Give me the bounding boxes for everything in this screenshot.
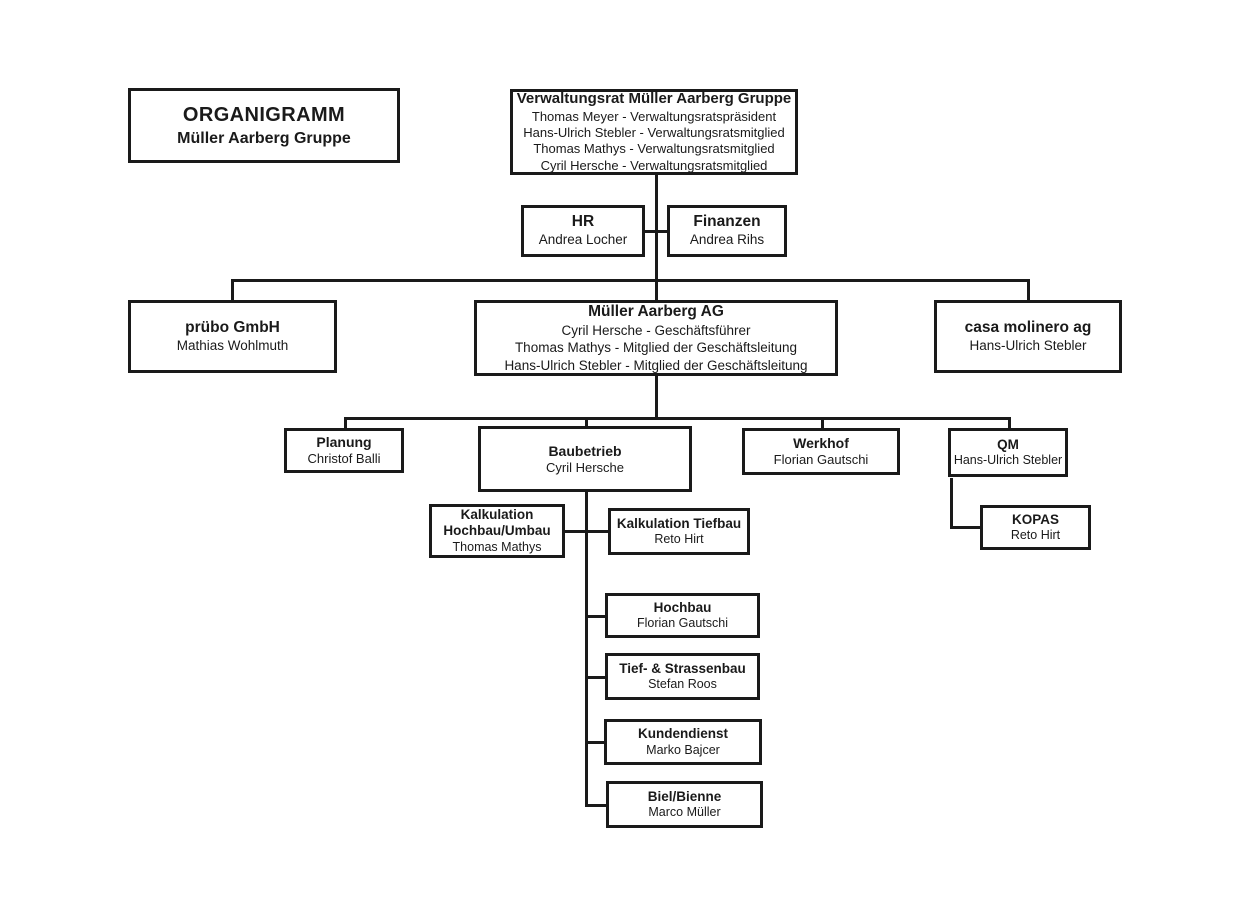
node-title: Kundendienst xyxy=(638,726,728,742)
node-title: Müller Aarberg AG xyxy=(588,302,724,320)
node-verwaltungsrat: Verwaltungsrat Müller Aarberg Gruppe Tho… xyxy=(510,89,798,175)
node-kundendienst: Kundendienst Marko Bajcer xyxy=(604,719,762,765)
ag-person-3: Hans-Ulrich Stebler - Mitglied der Gesch… xyxy=(504,357,808,373)
board-member-3: Thomas Mathys - Verwaltungsratsmitglied xyxy=(533,141,775,157)
node-hochbau: Hochbau Florian Gautschi xyxy=(605,593,760,638)
connector-drop-qm xyxy=(1008,417,1011,429)
connector-drop-baubetrieb xyxy=(585,417,588,427)
ag-person-1: Cyril Hersche - Geschäftsführer xyxy=(561,322,751,338)
connector-drop-planung xyxy=(344,417,347,429)
connector-ag-to-division-bus xyxy=(655,376,658,419)
connector-baubetrieb-spine xyxy=(585,492,588,807)
legend-heading: ORGANIGRAMM xyxy=(182,103,346,126)
node-title: Werkhof xyxy=(793,435,849,452)
node-person: Marco Müller xyxy=(648,805,721,820)
node-finanzen: Finanzen Andrea Rihs xyxy=(667,205,787,257)
node-person: Hans-Ulrich Stebler xyxy=(969,337,1087,353)
connector-company-bus xyxy=(231,279,1030,282)
connector-board-to-bus xyxy=(655,175,658,282)
node-title: prübo GmbH xyxy=(185,318,280,336)
node-person: Florian Gautschi xyxy=(773,452,869,468)
board-member-4: Cyril Hersche - Verwaltungsratsmitglied xyxy=(540,157,768,173)
node-person: Mathias Wohlmuth xyxy=(176,337,289,353)
node-title: KOPAS xyxy=(1011,511,1059,527)
node-casa-molinero-ag: casa molinero ag Hans-Ulrich Stebler xyxy=(934,300,1122,373)
ag-person-2: Thomas Mathys - Mitglied der Geschäftsle… xyxy=(514,340,798,356)
node-qm: QM Hans-Ulrich Stebler xyxy=(948,428,1068,477)
node-werkhof: Werkhof Florian Gautschi xyxy=(742,428,900,475)
node-person: Reto Hirt xyxy=(1010,528,1061,543)
node-person: Andrea Rihs xyxy=(689,232,765,248)
connector-stub-kundendienst xyxy=(585,741,605,744)
board-member-1: Thomas Meyer - Verwaltungsratspräsident xyxy=(531,108,777,124)
node-title: Finanzen xyxy=(693,213,761,231)
node-kalkulation-tiefbau: Kalkulation Tiefbau Reto Hirt xyxy=(608,508,750,555)
node-title-line1: Kalkulation xyxy=(460,506,534,522)
node-person: Andrea Locher xyxy=(538,232,628,248)
connector-drop-werkhof xyxy=(821,417,824,429)
node-title: casa molinero ag xyxy=(964,318,1092,336)
connector-drop-mueller-ag xyxy=(655,279,658,301)
connector-kopas-stub xyxy=(950,526,981,529)
node-title: Planung xyxy=(316,434,372,451)
node-title: HR xyxy=(571,213,595,231)
node-person: Stefan Roos xyxy=(648,677,717,692)
connector-stub-biel-bienne xyxy=(585,804,607,807)
node-person: Christof Balli xyxy=(307,451,381,467)
node-person: Cyril Hersche xyxy=(545,459,624,475)
node-mueller-aarberg-ag: Müller Aarberg AG Cyril Hersche - Geschä… xyxy=(474,300,838,376)
node-pruebo-gmbh: prübo GmbH Mathias Wohlmuth xyxy=(128,300,337,373)
node-title: Tief- & Strassenbau xyxy=(619,660,746,676)
connector-drop-casa-molinero xyxy=(1027,279,1030,301)
node-title-line2: Hochbau/Umbau xyxy=(443,523,551,539)
node-title: Hochbau xyxy=(653,599,712,615)
node-title: Biel/Bienne xyxy=(647,788,722,804)
node-hr: HR Andrea Locher xyxy=(521,205,645,257)
board-member-2: Hans-Ulrich Stebler - Verwaltungsratsmit… xyxy=(523,125,785,140)
connector-kalkulation-cross xyxy=(562,530,612,533)
node-tief-strassenbau: Tief- & Strassenbau Stefan Roos xyxy=(605,653,760,700)
node-title: Baubetrieb xyxy=(548,442,622,459)
connector-qm-spine xyxy=(950,478,953,529)
legend-subheading: Müller Aarberg Gruppe xyxy=(177,129,351,147)
node-title: Verwaltungsrat Müller Aarberg Gruppe xyxy=(516,89,792,107)
connector-division-bus xyxy=(344,417,1011,420)
node-title: QM xyxy=(997,436,1019,452)
node-biel-bienne: Biel/Bienne Marco Müller xyxy=(606,781,763,828)
connector-drop-pruebo xyxy=(231,279,234,301)
legend-title-box: ORGANIGRAMM Müller Aarberg Gruppe xyxy=(128,88,400,163)
connector-hr-stub xyxy=(642,230,658,233)
node-kalkulation-hochbau-umbau: Kalkulation Hochbau/Umbau Thomas Mathys xyxy=(429,504,565,558)
connector-stub-hochbau xyxy=(585,615,607,618)
node-person: Reto Hirt xyxy=(654,532,704,547)
node-baubetrieb: Baubetrieb Cyril Hersche xyxy=(478,426,692,492)
node-kopas: KOPAS Reto Hirt xyxy=(980,505,1091,550)
node-title: Kalkulation Tiefbau xyxy=(616,515,742,531)
node-planung: Planung Christof Balli xyxy=(284,428,404,473)
connector-finanzen-stub xyxy=(655,230,669,233)
node-person: Hans-Ulrich Stebler xyxy=(953,453,1063,468)
node-person: Florian Gautschi xyxy=(636,616,728,631)
node-person: Marko Bajcer xyxy=(646,742,720,757)
node-person: Thomas Mathys xyxy=(452,539,542,554)
connector-stub-tief-strassenbau xyxy=(585,676,607,679)
